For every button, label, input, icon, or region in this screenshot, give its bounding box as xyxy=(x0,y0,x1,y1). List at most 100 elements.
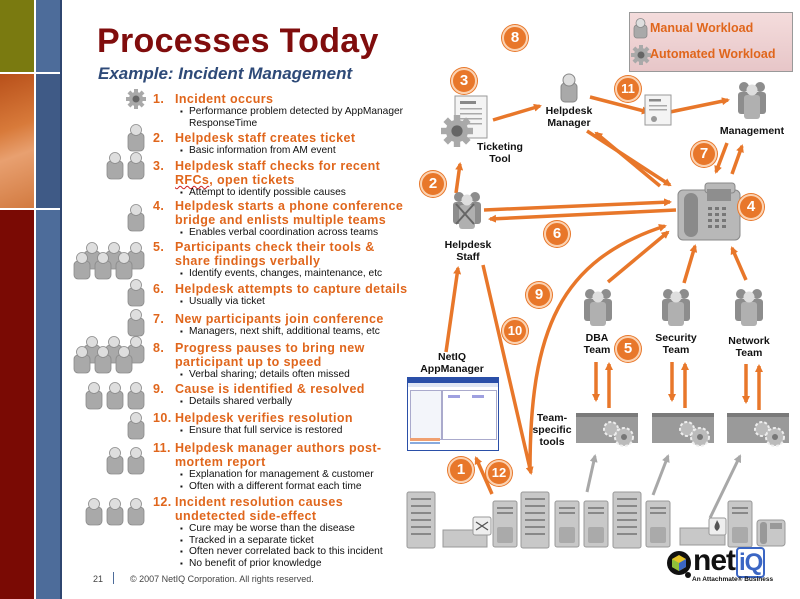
server-icon xyxy=(406,491,436,549)
arrow-server-to-appmanager xyxy=(474,456,494,495)
appmanager-screenshot xyxy=(407,377,499,451)
step-title: Helpdesk manager authors post-mortem rep… xyxy=(175,441,382,469)
step-title: Helpdesk verifies resolution xyxy=(175,411,353,425)
label-network-team: Network Team xyxy=(728,335,770,359)
server-icon xyxy=(612,491,642,549)
step-bullet: Usually via ticket xyxy=(180,296,413,308)
step-badge-11: 11 xyxy=(615,76,641,102)
step-item: 4.Helpdesk starts a phone conference bri… xyxy=(153,199,413,239)
legend: Manual Workload Automated Workload xyxy=(629,12,793,72)
page-number: 21 xyxy=(93,574,104,584)
security-team-icon xyxy=(662,289,690,326)
report-document-icon xyxy=(644,94,672,126)
step-bullet: Identify events, changes, maintenance, e… xyxy=(180,268,413,280)
slide-subtitle: Example: Incident Management xyxy=(98,64,353,83)
step-bullet: Ensure that full service is restored xyxy=(180,425,413,437)
label-helpdesk-staff: Helpdesk Staff xyxy=(444,239,492,263)
step-badge-2: 2 xyxy=(420,171,446,197)
step-bullet: No benefit of prior knowledge xyxy=(180,558,413,570)
copyright: © 2007 NetIQ Corporation. All rights res… xyxy=(130,574,314,584)
decor-stripe-edge xyxy=(60,0,62,599)
step-number: 2. xyxy=(153,131,165,145)
flow-arrows xyxy=(444,95,763,495)
step-bullet: Managers, next shift, additional teams, … xyxy=(180,326,413,338)
step-bullet: Details shared verbally xyxy=(180,396,413,408)
server-icon xyxy=(520,491,550,549)
arrow-phone-to-staff xyxy=(488,208,677,223)
arrow-staff-to-servers xyxy=(481,264,534,475)
step-title-part: Helpdesk staff checks for recent xyxy=(175,159,381,173)
step-item: 11.Helpdesk manager authors post-mortem … xyxy=(153,441,413,492)
decor-stripe-blue-dark xyxy=(36,74,60,208)
legend-manual: Manual Workload xyxy=(650,21,754,35)
arrow-manager-to-phone xyxy=(586,129,672,187)
step-item: 6.Helpdesk attempts to capture details U… xyxy=(153,282,413,308)
switch-icon xyxy=(442,516,492,548)
step-title: Incident occurs xyxy=(175,92,274,106)
management-group-icon xyxy=(738,82,766,119)
helpdesk-manager-icon xyxy=(560,73,578,103)
step-item: 10.Helpdesk verifies resolution Ensure t… xyxy=(153,411,413,437)
server-icon xyxy=(645,500,671,548)
network-tools-icon xyxy=(726,412,790,447)
step-number: 6. xyxy=(153,282,165,296)
label-helpdesk-manager: Helpdesk Manager xyxy=(545,105,593,129)
step-title: Helpdesk starts a phone conference bridg… xyxy=(175,199,404,227)
step-bullet: Often with a different format each time xyxy=(180,481,413,493)
label-ticketing-tool: Ticketing Tool xyxy=(477,141,523,165)
slide-title: Processes Today xyxy=(97,22,379,60)
arrow-staff-to-phone xyxy=(483,198,672,212)
server-icon xyxy=(554,500,580,548)
step-item: 1.Incident occurs Performance problem de… xyxy=(153,92,413,129)
security-tools-icon xyxy=(651,412,715,447)
dba-tools-icon xyxy=(575,412,639,447)
step-title: Helpdesk staff creates ticket xyxy=(175,131,356,145)
server-icon xyxy=(727,500,753,548)
decor-stripe-blue xyxy=(36,210,60,599)
step-badge-1: 1 xyxy=(448,457,474,483)
arrow-appmanager-to-staff xyxy=(444,266,462,353)
decor-stripe-red xyxy=(0,210,34,599)
step-bullet: Explanation for management & customer xyxy=(180,469,413,481)
arrow-gray xyxy=(708,454,742,519)
arrow-network-to-phone xyxy=(730,246,748,281)
step-badge-12: 12 xyxy=(486,460,512,486)
helpdesk-staff-icon xyxy=(453,192,481,229)
label-dba-team: DBA Team xyxy=(583,332,611,356)
step-badge-6: 6 xyxy=(544,221,570,247)
arrow-report-to-management xyxy=(669,97,730,114)
step-item: 12.Incident resolution causes undetected… xyxy=(153,495,413,569)
step-item: 2. Helpdesk staff creates ticket Basic in… xyxy=(153,131,413,157)
step-number: 10. xyxy=(153,411,172,425)
server-icon xyxy=(583,500,609,548)
step-bullet: Often never correlated back to this inci… xyxy=(180,546,413,558)
step-title-part: , open tickets xyxy=(209,173,295,187)
step-bullet: Basic information from AM event xyxy=(180,145,413,157)
arrow-gray xyxy=(651,454,670,496)
decor-stripe-photo xyxy=(0,74,34,208)
step-title: Progress pauses to bring new participant… xyxy=(175,341,365,369)
step-title-rfc: RFCs xyxy=(175,173,210,187)
desk-phone-icon xyxy=(756,519,786,547)
step-title: Helpdesk staff checks for recent RFCs, o… xyxy=(175,159,413,187)
netiq-logo-mark xyxy=(667,551,691,578)
phone-icon xyxy=(677,182,741,241)
step-item: 7. New participants join conference Manag… xyxy=(153,312,413,338)
step-number: 12. xyxy=(153,495,172,509)
step-badge-8: 8 xyxy=(502,25,528,51)
arrow-dba-to-phone xyxy=(606,230,670,284)
footer-divider xyxy=(113,572,114,584)
step-title: Cause is identified & resolved xyxy=(175,382,365,396)
dba-team-icon xyxy=(584,289,612,326)
label-management: Management xyxy=(719,125,785,137)
step-number: 7. xyxy=(153,312,165,326)
step-item: 9.Cause is identified & resolved Details… xyxy=(153,382,413,408)
step-badge-3: 3 xyxy=(451,68,477,94)
step-title: New participants join conference xyxy=(175,312,384,326)
person-icon xyxy=(633,18,648,39)
network-team-icon xyxy=(735,289,763,326)
step-number: 1. xyxy=(153,92,165,106)
step-badge-5: 5 xyxy=(615,336,641,362)
decor-stripe-olive xyxy=(0,0,34,72)
